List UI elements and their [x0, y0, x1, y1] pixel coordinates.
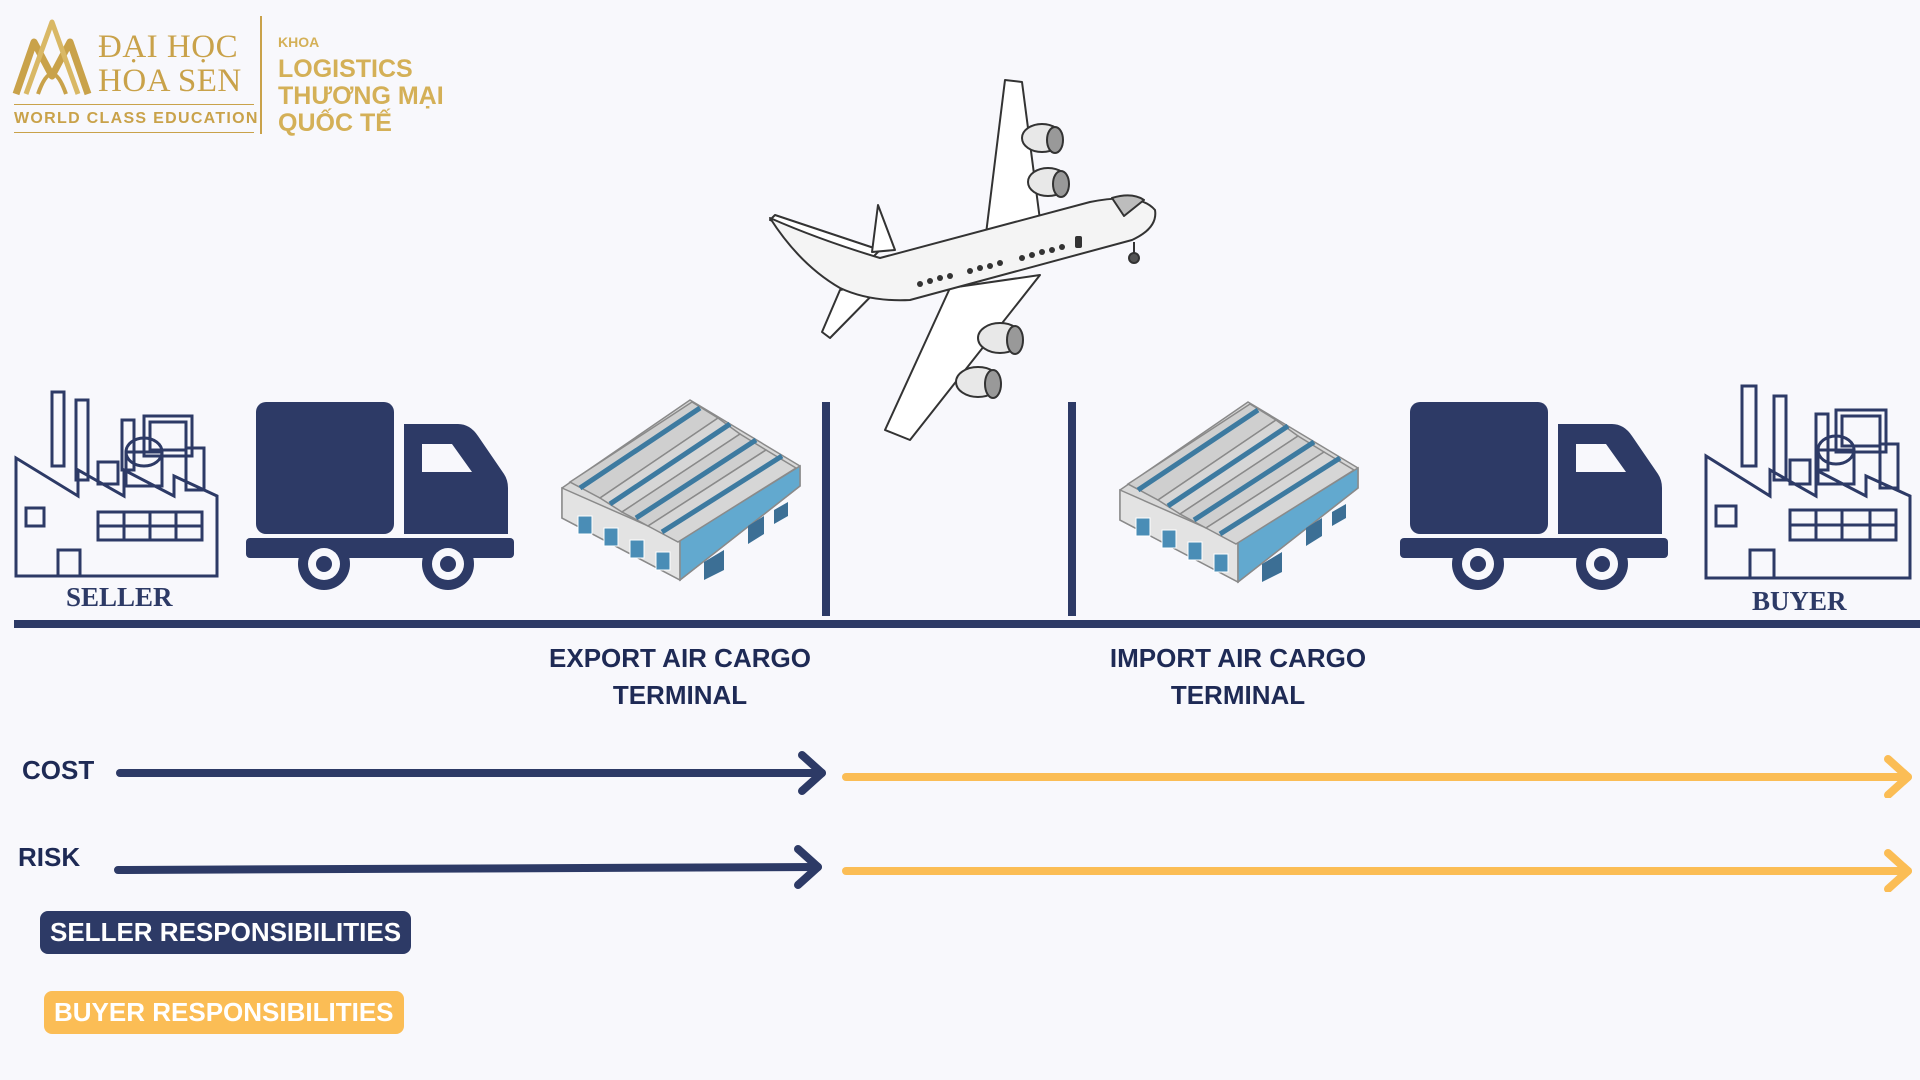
faculty-prefix: KHOA — [278, 34, 320, 50]
export-terminal-line2: TERMINAL — [612, 680, 748, 710]
seller-factory-icon — [14, 390, 219, 578]
logo-rule — [14, 104, 254, 105]
export-terminal-label: EXPORT AIR CARGO TERMINAL — [510, 640, 850, 714]
risk-buyer-arrow — [842, 849, 1912, 892]
university-name-line1: ĐẠI HỌC — [98, 29, 239, 65]
lotus-m-logo-icon — [12, 19, 92, 96]
faculty-name-line1: LOGISTICS — [278, 55, 413, 83]
seller-truck-icon — [246, 402, 514, 590]
faculty-name-line2: THƯƠNG MẠI — [278, 82, 444, 110]
buyer-truck-icon — [1400, 402, 1668, 590]
university-name-line2: HOA SEN — [98, 63, 242, 99]
import-terminal-line2: TERMINAL — [1170, 680, 1306, 710]
cost-seller-arrow — [116, 751, 826, 795]
logo-divider — [260, 16, 262, 134]
export-warehouse-icon — [561, 399, 801, 582]
import-terminal-line1: IMPORT AIR CARGO — [1109, 643, 1367, 673]
buyer-factory-icon — [1704, 384, 1912, 580]
logo-rule-bottom — [14, 132, 254, 133]
risk-label: RISK — [18, 842, 81, 872]
airplane-icon — [769, 79, 1157, 441]
import-terminal-label: IMPORT AIR CARGO TERMINAL — [1068, 640, 1408, 714]
risk-arrows — [114, 845, 1912, 892]
cost-label: COST — [22, 755, 95, 785]
cost-arrows — [116, 751, 1912, 798]
timeline-baseline — [14, 620, 1920, 628]
university-logo: ĐẠI HỌC HOA SEN WORLD CLASS EDUCATION KH… — [12, 12, 452, 137]
cost-buyer-arrow — [842, 755, 1912, 798]
export-terminal-line1: EXPORT AIR CARGO — [549, 643, 811, 673]
export-border-line — [822, 402, 830, 616]
university-tagline: WORLD CLASS EDUCATION — [14, 110, 259, 127]
buyer-responsibilities-legend: BUYER RESPONSIBILITIES — [44, 991, 404, 1034]
faculty-name-line3: QUỐC TẾ — [278, 109, 392, 137]
import-border-line — [1068, 402, 1076, 616]
seller-responsibilities-legend: SELLER RESPONSIBILITIES — [40, 911, 412, 954]
seller-label: SELLER — [66, 582, 173, 612]
import-warehouse-icon — [1119, 401, 1359, 584]
risk-seller-arrow — [114, 845, 822, 889]
buyer-label: BUYER — [1752, 586, 1847, 616]
